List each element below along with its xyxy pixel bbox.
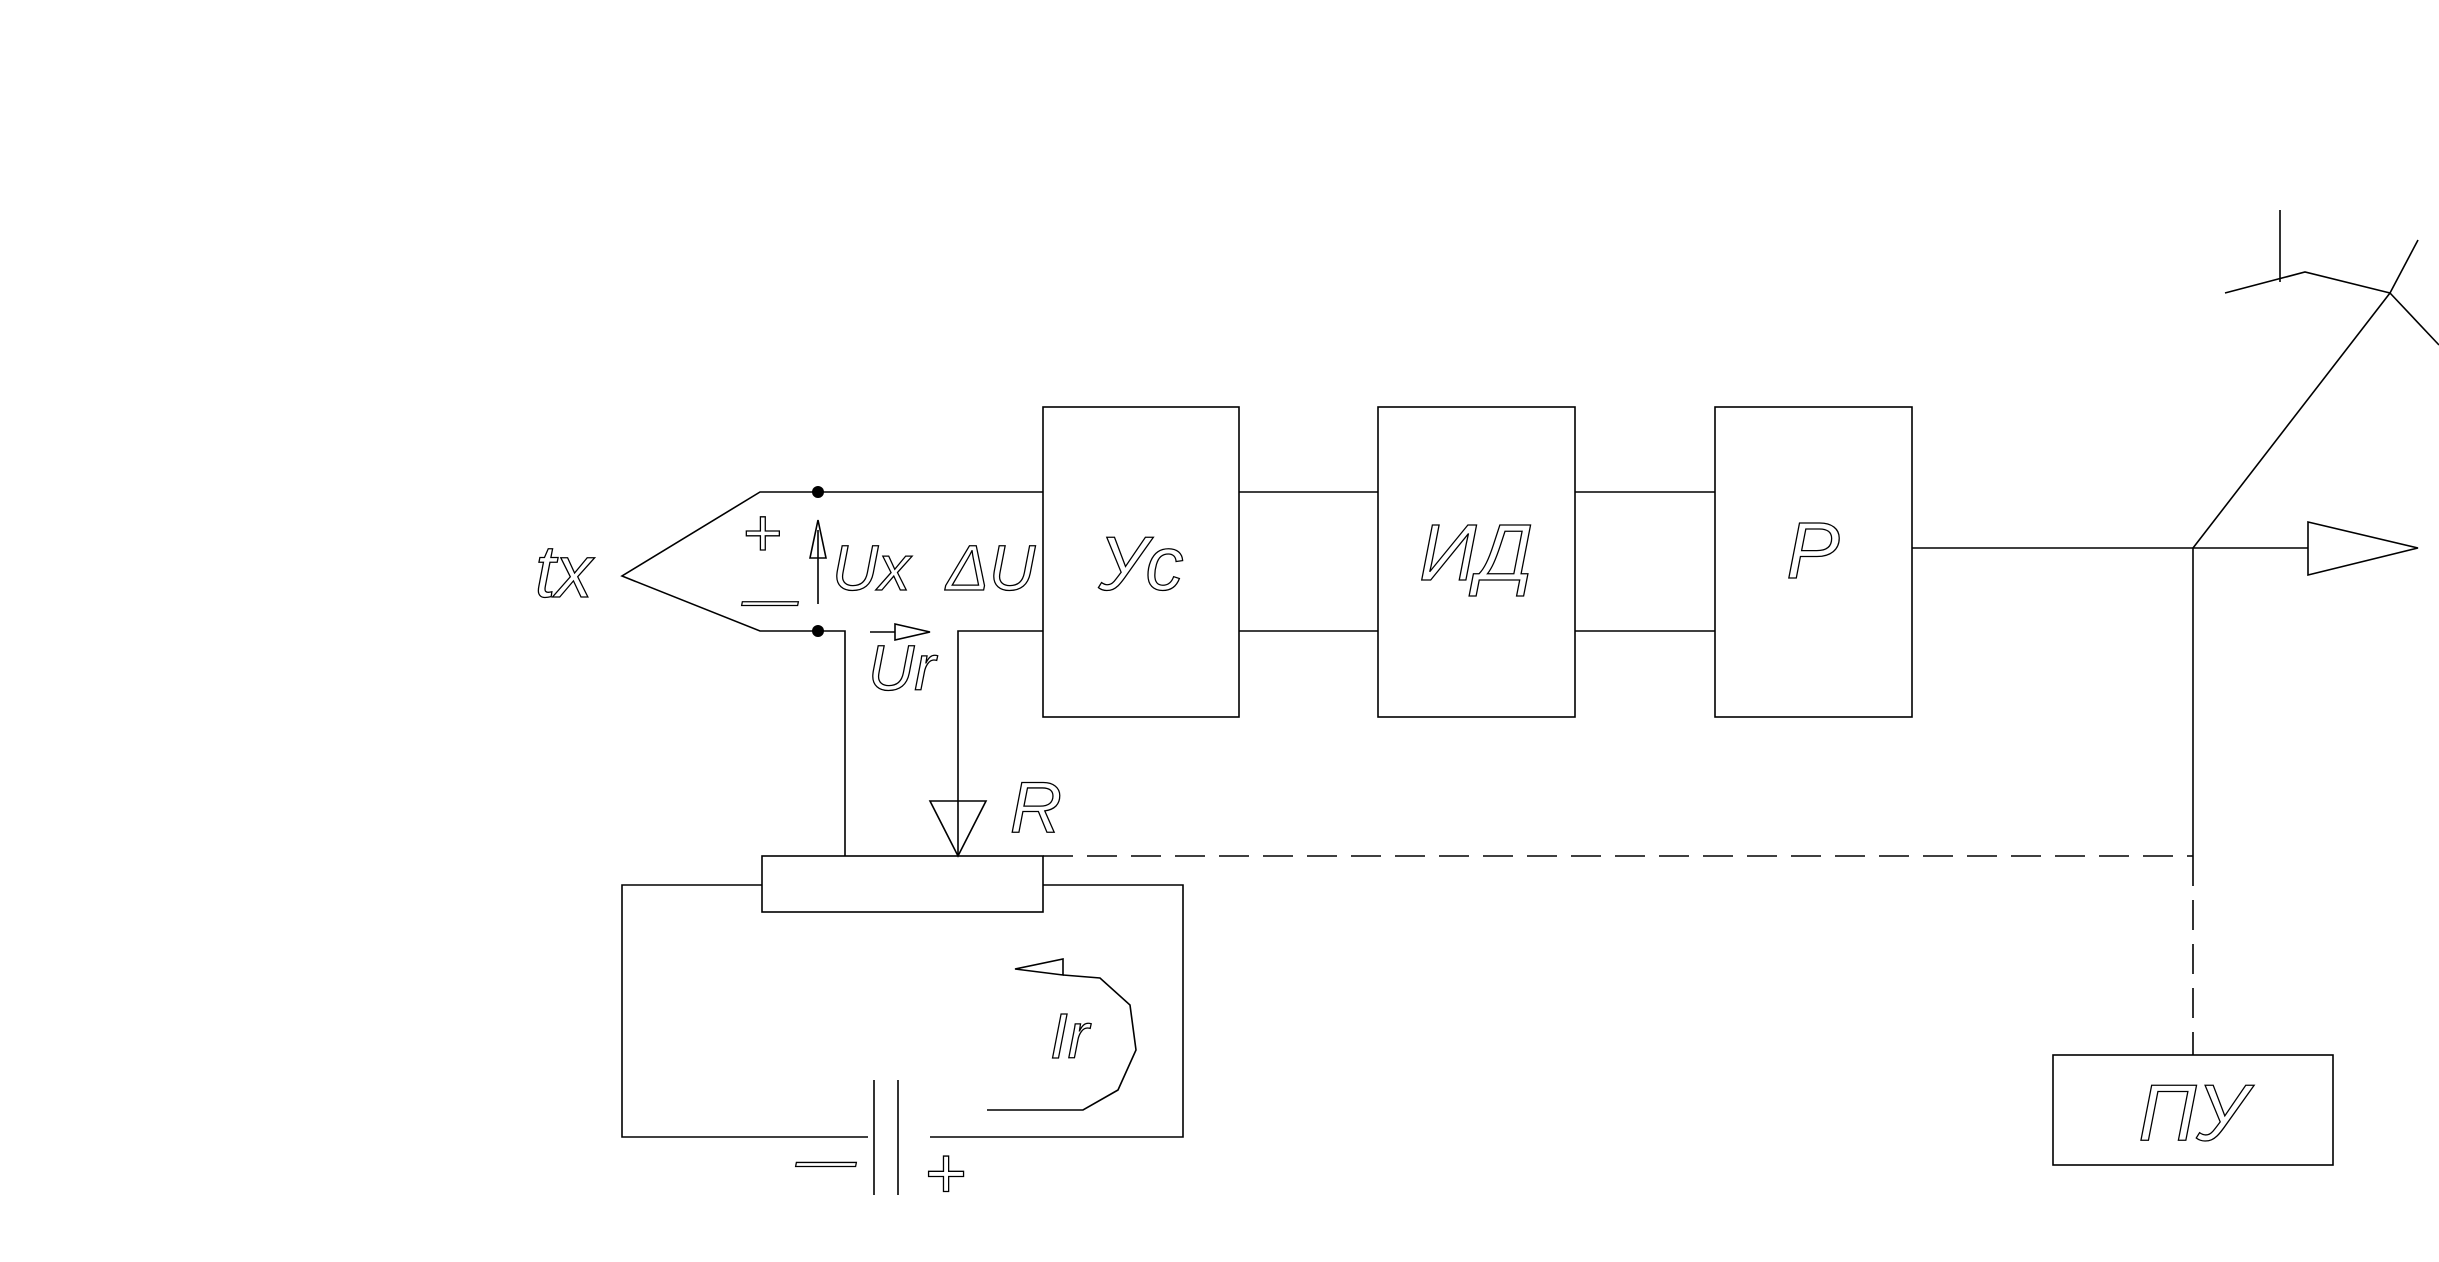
wiper-arrow [928, 800, 988, 858]
ux-arrow [809, 519, 827, 604]
battery-plus-label: + [924, 1134, 966, 1214]
thermocouple [620, 491, 818, 632]
rheostat [761, 855, 1044, 913]
control-block [2052, 1054, 2334, 1166]
battery [873, 1080, 899, 1195]
amplifier-label: Ус [1098, 522, 1184, 607]
ir-label: Ir [1050, 1000, 1092, 1072]
control-label: ПУ [2138, 1068, 2254, 1157]
reducer-label: Р [1786, 506, 1839, 595]
plus-terminal-label: + [742, 495, 782, 571]
wire-bottom-to-rheostat [818, 630, 846, 856]
r-label: R [1010, 768, 1062, 848]
delta-u-label: ΔU [944, 532, 1036, 604]
minus-terminal-label: — [741, 567, 799, 630]
ir-arrow [987, 958, 1137, 1111]
battery-minus-label: — [795, 1126, 857, 1193]
circuit-right-wire [930, 884, 1184, 1138]
amplifier-block [1042, 406, 1240, 718]
motor-block [1377, 406, 1576, 718]
motor-label: ИД [1419, 508, 1533, 597]
output-arrow [2307, 520, 2419, 577]
ur-label: Ur [868, 632, 938, 704]
wire-wiper [957, 630, 1043, 855]
ux-label: Ux [832, 532, 912, 604]
circuit-left-wire [621, 884, 868, 1138]
sensor-label: tx [535, 530, 596, 613]
reducer-block [1714, 406, 1913, 718]
ur-arrow [870, 622, 931, 642]
recorder-pen [2192, 210, 2439, 549]
